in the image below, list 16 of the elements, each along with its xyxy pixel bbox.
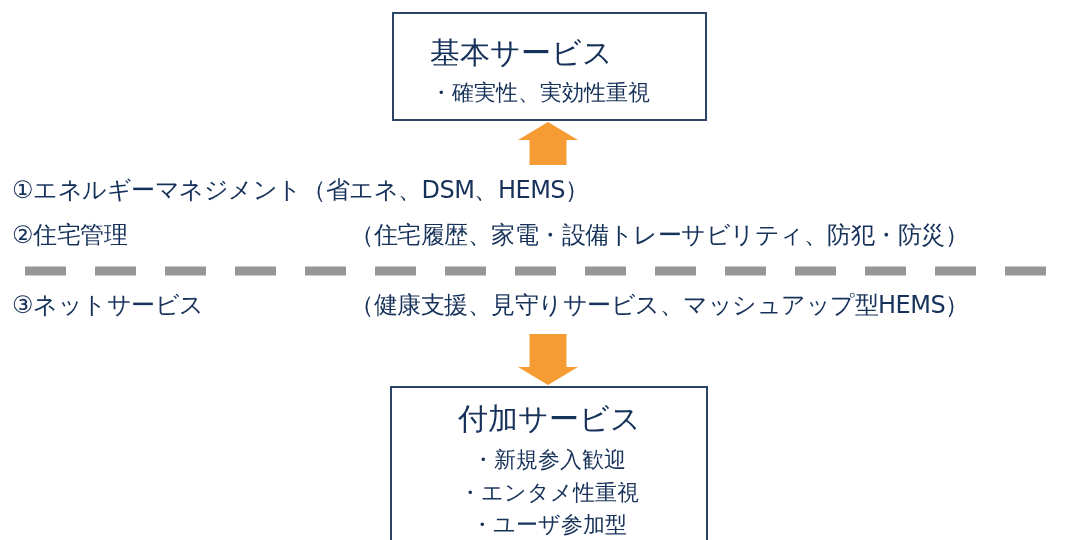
bullet-item: ・確実性、実効性重視 [430, 80, 650, 106]
box-title: 付加サービス [456, 402, 642, 436]
example-list: （健康支援、見守りサービス、マッシュアップ型HEMS） [350, 291, 969, 319]
bullet-item: ・新規参入歓迎 [471, 447, 627, 473]
block-arrow [518, 122, 578, 165]
bullet-item: ・エンタメ性重視 [458, 480, 640, 506]
box-title: 基本サービス [430, 36, 613, 70]
category-label: ③ネットサービス [12, 291, 204, 319]
category-label: ②住宅管理 [12, 221, 127, 249]
category-label: ①エネルギーマネジメント [12, 176, 302, 204]
service-box [392, 12, 707, 121]
bullet-item: ・ユーザ参加型 [470, 512, 628, 538]
example-list: （省エネ、DSM、HEMS） [302, 176, 589, 204]
block-arrow [518, 334, 578, 385]
service-box [390, 386, 708, 540]
example-list: （住宅履歴、家電・設備トレーサビリティ、防犯・防災） [350, 221, 968, 249]
